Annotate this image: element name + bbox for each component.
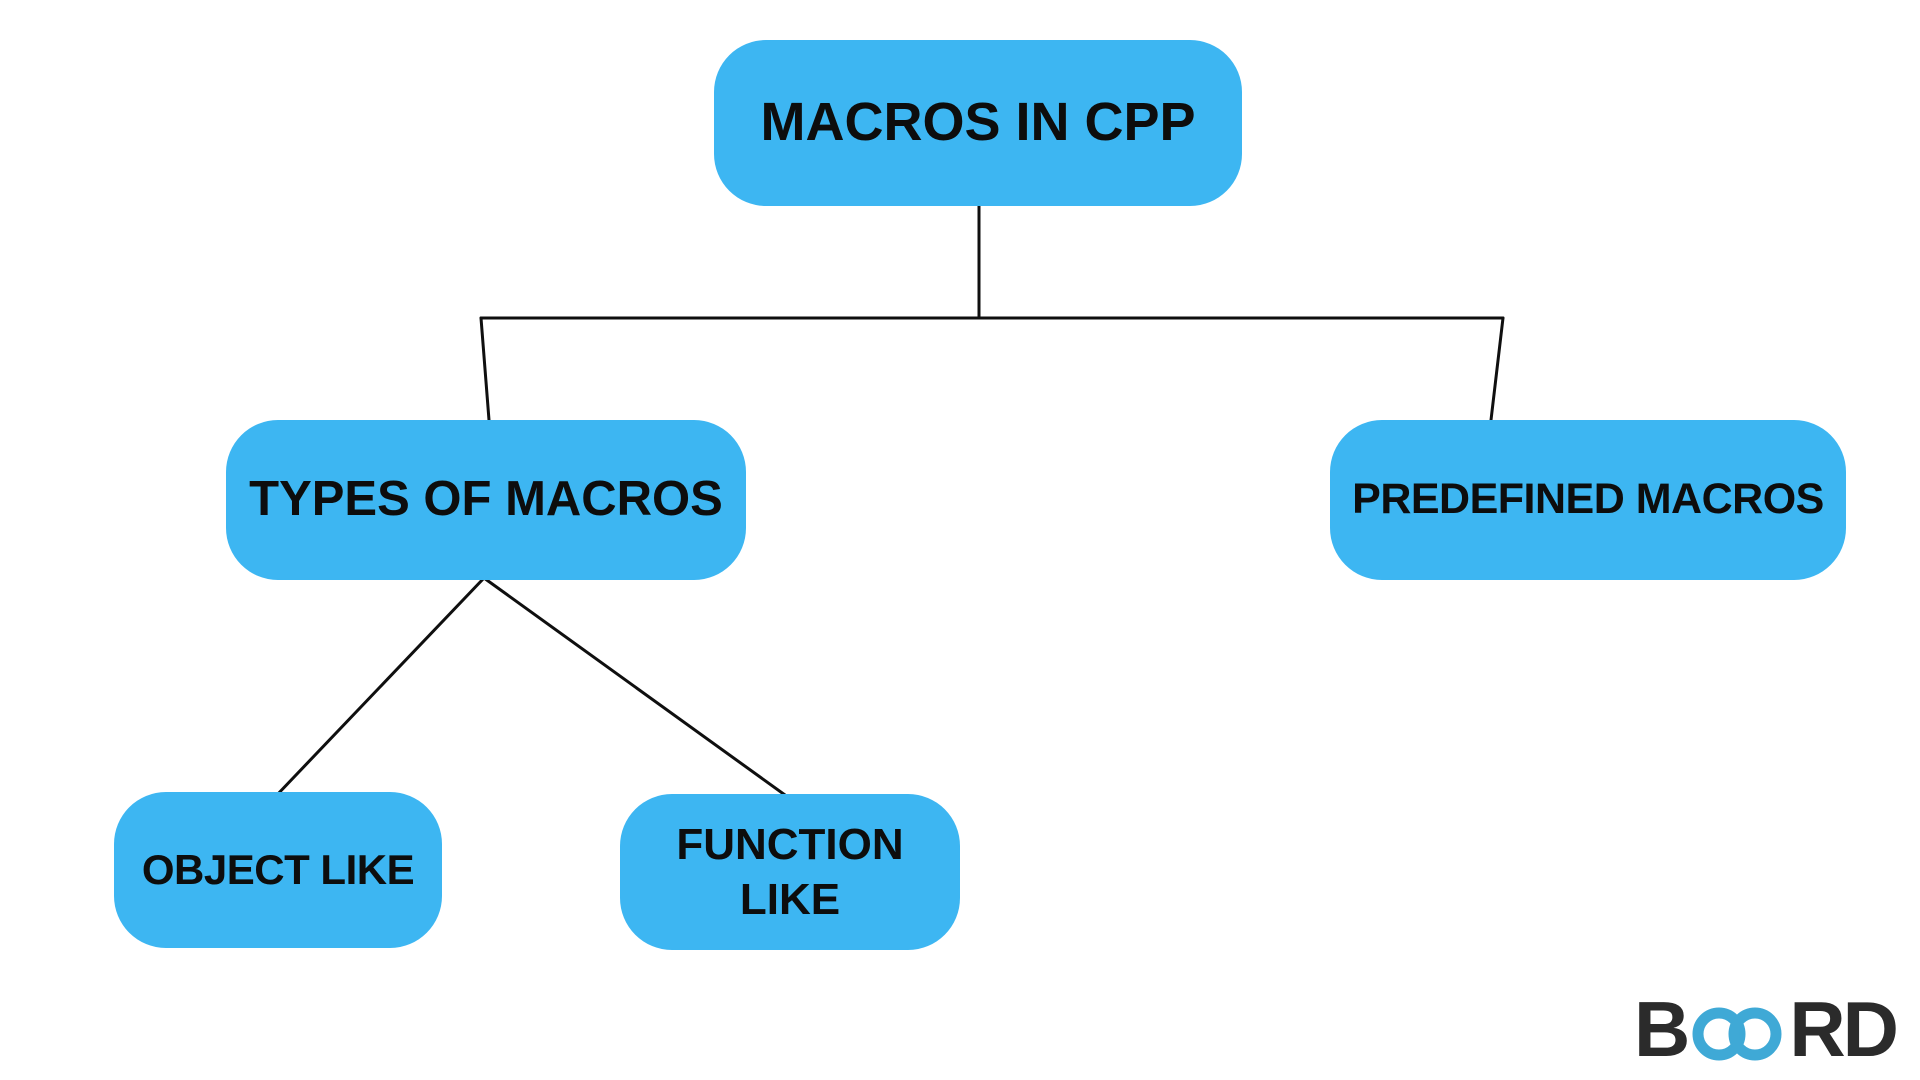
board-logo: B RD xyxy=(1634,984,1899,1075)
node-label-function-like: FUNCTION LIKE xyxy=(676,820,904,924)
node-label-macros-in-cpp: MACROS IN CPP xyxy=(760,92,1196,153)
edge-types-to-object xyxy=(273,576,486,799)
edge-junction-to-types xyxy=(479,316,491,422)
node-label-types-of-macros: TYPES OF MACROS xyxy=(249,472,723,527)
logo-letter-b: B xyxy=(1634,985,1690,1073)
node-predefined-macros: PREDEFINED MACROS xyxy=(1330,420,1846,580)
infinity-icon xyxy=(1692,1007,1782,1060)
node-label-object-like: OBJECT LIKE xyxy=(141,845,415,893)
node-object-like: OBJECT LIKE xyxy=(114,792,442,948)
node-macros-in-cpp: MACROS IN CPP xyxy=(714,40,1242,206)
node-types-of-macros: TYPES OF MACROS xyxy=(226,420,746,580)
node-function-like: FUNCTION LIKE xyxy=(620,794,960,950)
node-label-predefined-macros: PREDEFINED MACROS xyxy=(1352,475,1824,524)
logo-letters-rd: RD xyxy=(1789,985,1899,1073)
edge-junction-to-predefined xyxy=(1489,316,1505,422)
edge-types-to-function xyxy=(482,576,787,797)
